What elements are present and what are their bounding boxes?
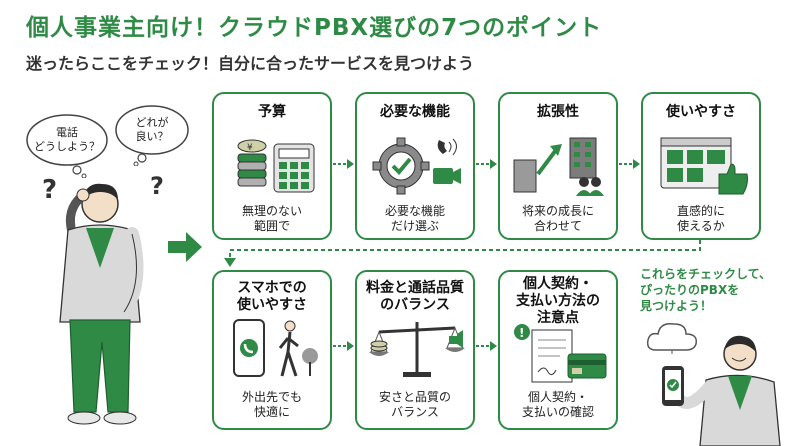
svg-text:?: ? bbox=[150, 172, 164, 200]
point-card-contract-payment: 個人契約・ 支払い方法の 注意点 ! 個人契約・ 支払いの確認 bbox=[498, 270, 618, 430]
dashed-arrow-icon bbox=[333, 159, 354, 169]
point-desc: 必要な機能 だけ選ぶ bbox=[384, 204, 445, 233]
confused-person-illustration: ? ? bbox=[42, 172, 164, 425]
coins-calculator-icon: ¥ bbox=[237, 139, 315, 193]
page-subtitle: 迷ったらここをチェック！自分に合ったサービスを見つけよう bbox=[26, 54, 475, 73]
point-title: 拡張性 bbox=[537, 104, 579, 120]
thought-bubble-which bbox=[115, 105, 189, 166]
dashed-arrow-icon bbox=[476, 341, 497, 351]
svg-text:?: ? bbox=[42, 175, 57, 205]
point-card-features: 必要な機能 必要な機能 だけ選ぶ bbox=[355, 92, 475, 240]
cloud-icon bbox=[646, 322, 698, 354]
dashboard-thumbsup-icon bbox=[660, 137, 748, 195]
dashed-connector-arrow-icon bbox=[224, 240, 701, 267]
thought-bubble-which-text: どれが 良い？ bbox=[135, 116, 169, 143]
point-card-price-quality: 料金と通話品質 のバランス 安さと品質の バランス bbox=[355, 270, 475, 430]
point-card-smartphone: スマホでの 使いやすさ 外出先でも 快適に bbox=[212, 270, 332, 430]
thought-bubble-phone-text: 電話 どうしよう？ bbox=[34, 126, 100, 153]
cta-text: これらをチェックして、 ぴったりのPBXを 見つけよう！ bbox=[640, 267, 772, 313]
dashed-arrow-icon bbox=[333, 341, 354, 351]
point-desc: 安さと品質の バランス bbox=[378, 390, 451, 419]
point-card-scalability: 拡張性 将来の成長に 合わせて bbox=[498, 92, 618, 240]
point-desc: 無理のない 範囲で bbox=[241, 204, 302, 233]
dashed-arrow-icon bbox=[619, 159, 640, 169]
happy-person-with-phone-illustration bbox=[662, 335, 781, 446]
point-title: 個人契約・ 支払い方法の 注意点 bbox=[516, 276, 600, 326]
svg-text:¥: ¥ bbox=[247, 143, 253, 153]
big-right-arrow-icon bbox=[168, 232, 202, 262]
growth-building-icon bbox=[513, 137, 604, 196]
point-desc: 外出先でも 快適に bbox=[241, 390, 302, 419]
point-title: 使いやすさ bbox=[666, 104, 736, 120]
point-title: 料金と通話品質 のバランス bbox=[366, 280, 464, 313]
svg-text:!: ! bbox=[519, 326, 524, 340]
point-title: スマホでの 使いやすさ bbox=[237, 280, 307, 313]
point-desc: 将来の成長に 合わせて bbox=[521, 204, 594, 233]
point-desc: 個人契約・ 支払いの確認 bbox=[521, 390, 594, 419]
contract-card-icon: ! bbox=[514, 324, 607, 383]
page-title: 個人事業主向け！クラウドPBX選びの7つのポイント bbox=[26, 15, 603, 41]
point-card-usability: 使いやすさ 直感的に 使えるか bbox=[641, 92, 761, 240]
balance-scale-icon bbox=[369, 322, 465, 377]
point-title: 予算 bbox=[258, 104, 286, 120]
thought-bubble-phone bbox=[26, 114, 108, 178]
point-desc: 直感的に 使えるか bbox=[676, 204, 725, 233]
gear-check-icon bbox=[372, 137, 461, 195]
smartphone-walking-icon bbox=[233, 319, 318, 377]
dashed-arrow-icon bbox=[476, 159, 497, 169]
point-card-budget: 予算 ¥ 無理のない 範囲で bbox=[212, 92, 332, 240]
point-title: 必要な機能 bbox=[380, 104, 450, 120]
